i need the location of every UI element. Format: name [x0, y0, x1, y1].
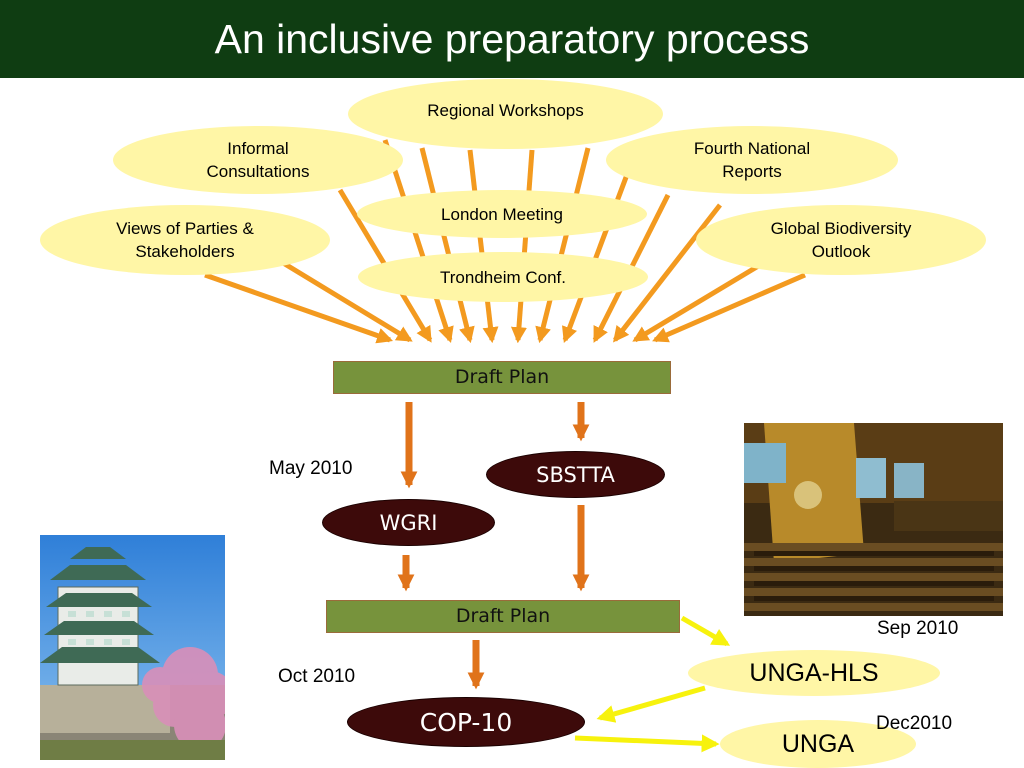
assembly-hall-photo — [744, 423, 1003, 616]
wgri-node: WGRI — [322, 499, 495, 546]
title-bar — [0, 0, 1024, 78]
input-arrow — [204, 272, 394, 344]
trondheim-conf-node: Trondheim Conf. — [358, 252, 648, 302]
date-sep-2010: Sep 2010 — [877, 618, 959, 639]
unga-hls-node: UNGA-HLS — [688, 650, 940, 696]
informal-consultations-node: Informal Consultations — [113, 126, 403, 194]
sbstta-label: SBSTTA — [536, 462, 615, 487]
arrow-cop10-to-unga — [574, 734, 720, 753]
regional-workshops-label: Regional Workshops — [427, 101, 584, 120]
input-arrow — [382, 139, 454, 344]
unga-hls-label: UNGA-HLS — [749, 658, 879, 687]
input-arrow — [535, 147, 591, 344]
input-arrow — [652, 272, 806, 343]
castle-photo — [40, 535, 225, 760]
input-arrow — [467, 149, 499, 344]
slide-title: An inclusive preparatory process — [214, 16, 810, 62]
input-arrow — [273, 255, 413, 343]
input-arrow — [632, 262, 762, 343]
date-dec-2010: Dec2010 — [876, 713, 953, 734]
global-biodiversity-outlook-node: Global Biodiversity Outlook — [696, 205, 986, 275]
trondheim-conf-label: Trondheim Conf. — [440, 267, 566, 287]
london-meeting-node: London Meeting — [357, 190, 647, 238]
input-arrow — [613, 203, 722, 343]
draft-plan-box-2: Draft Plan — [326, 600, 680, 633]
regional-workshops-node: Regional Workshops — [348, 79, 663, 149]
views-of-parties-label: Views of Parties & Stakeholders — [116, 219, 254, 261]
unga-node: UNGA — [720, 720, 916, 768]
date-oct-2010: Oct 2010 — [278, 666, 356, 687]
arrow-unga-hls-to-cop10 — [596, 685, 706, 723]
arrow-draft-to-unga-hls — [680, 615, 731, 647]
london-meeting-label: London Meeting — [441, 204, 563, 224]
input-arrow — [510, 149, 535, 344]
fourth-national-reports-label: Fourth National Reports — [693, 139, 811, 181]
input-arrow — [419, 147, 475, 344]
wgri-label: WGRI — [379, 510, 438, 535]
date-may-2010: May 2010 — [269, 458, 353, 479]
cop10-label: COP-10 — [419, 707, 513, 737]
unga-label: UNGA — [781, 729, 855, 758]
sbstta-node: SBSTTA — [486, 451, 665, 498]
fourth-national-reports-node: Fourth National Reports — [606, 126, 898, 194]
draft-plan-box-1: Draft Plan — [333, 361, 671, 394]
cop10-node: COP-10 — [347, 697, 585, 747]
views-of-parties-node: Views of Parties & Stakeholders — [40, 205, 330, 275]
global-biodiversity-outlook-label: Global Biodiversity Outlook — [770, 219, 912, 261]
informal-consultations-label: Informal Consultations — [206, 139, 310, 181]
